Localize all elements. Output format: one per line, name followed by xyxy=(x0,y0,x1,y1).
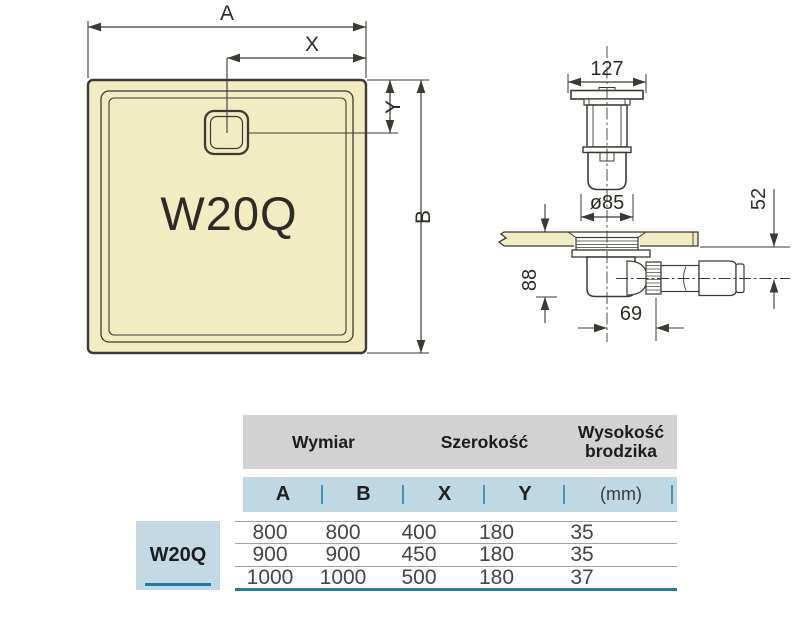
cell-height: 35 xyxy=(570,543,594,567)
dim-label-a: A xyxy=(220,2,234,25)
group-header-wymiar: Wymiar xyxy=(292,431,355,452)
table-row: 900 900 450 180 35 xyxy=(235,543,677,565)
dim-label-127: 127 xyxy=(590,58,623,80)
drain-labels: 127 ø85 88 69 52 xyxy=(519,58,770,325)
tray-labels: A X Y B W20Q xyxy=(160,2,435,240)
drain-section-view xyxy=(497,46,790,342)
cell-y: 180 xyxy=(478,543,515,567)
model-row-label: W20Q xyxy=(136,521,220,590)
cell-a: 900 xyxy=(252,543,288,567)
column-header-mm: (mm) xyxy=(565,477,677,512)
dim-label-69: 69 xyxy=(620,303,642,325)
model-row-label-underline xyxy=(145,583,211,586)
table-group-header-row: Wymiar Szerokość Wysokość brodzika xyxy=(243,415,677,469)
table-row: 800 800 400 180 35 xyxy=(235,522,677,543)
cell-a: 800 xyxy=(252,521,288,545)
table-data-area: 800 800 400 180 35 900 900 450 180 35 10… xyxy=(235,521,677,591)
dim-label-b: B xyxy=(412,210,435,224)
tray-model-label: W20Q xyxy=(160,187,297,240)
cell-b: 800 xyxy=(325,521,361,545)
trap-nut xyxy=(645,261,662,295)
table-row: 1000 1000 500 180 37 xyxy=(235,565,677,589)
column-header-a: A xyxy=(243,477,323,512)
model-row-label-text: W20Q xyxy=(149,544,207,566)
group-header-wysokosc: Wysokość brodzika xyxy=(577,422,665,461)
table-column-header-row: A B X Y (mm) xyxy=(243,477,677,512)
trap-nut-ribs xyxy=(646,265,661,291)
drain-flange xyxy=(571,249,651,258)
cell-height: 37 xyxy=(570,565,594,589)
dim-label-x: X xyxy=(305,33,319,56)
dim-label-85: ø85 xyxy=(590,192,624,214)
dim-label-y: Y xyxy=(382,100,405,114)
technical-drawing: A X Y B W20Q xyxy=(86,2,790,355)
cell-b: 900 xyxy=(325,543,361,567)
dim-label-88: 88 xyxy=(519,269,541,291)
column-header-b: B xyxy=(323,477,404,512)
recess-slant-right xyxy=(637,231,647,238)
column-header-y: Y xyxy=(485,477,565,512)
column-header-x: X xyxy=(404,477,485,512)
recess-slant-left xyxy=(567,231,577,238)
dim-label-52: 52 xyxy=(748,188,770,210)
cell-y: 180 xyxy=(478,565,515,589)
cell-x: 450 xyxy=(401,543,437,567)
cell-a: 1000 xyxy=(246,565,294,589)
tray-top-view xyxy=(86,21,429,355)
cell-y: 180 xyxy=(478,521,515,545)
cell-height: 35 xyxy=(570,521,594,545)
group-header-szerokosc: Szerokość xyxy=(440,431,529,452)
cell-b: 1000 xyxy=(319,565,367,589)
trap-elbow xyxy=(626,260,648,296)
cell-x: 500 xyxy=(401,565,437,589)
cell-x: 400 xyxy=(401,521,437,545)
